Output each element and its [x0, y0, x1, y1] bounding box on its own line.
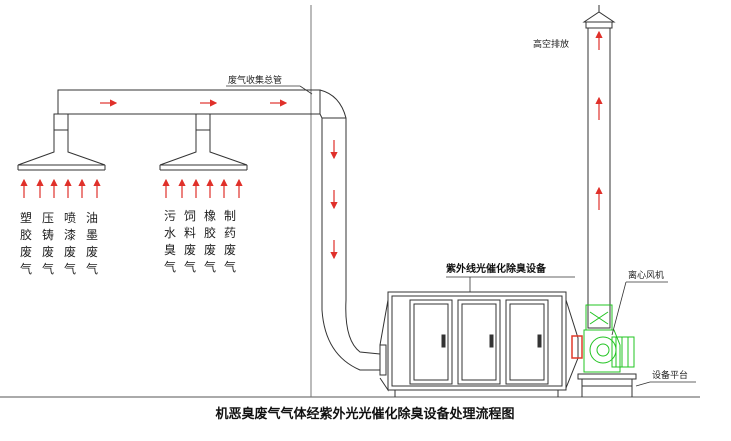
fan-label: 离心风机 — [628, 269, 664, 281]
source-label-left-3: 喷漆废气 — [64, 211, 76, 276]
centrifugal-fan — [583, 304, 635, 373]
source-label-left-2: 压铸废气 — [42, 211, 54, 276]
intake-arrows-left — [20, 178, 101, 198]
equipment-platform — [577, 373, 637, 397]
source-label-right-2: 饲料废气 — [184, 209, 196, 274]
source-label-left-4: 油墨废气 — [86, 211, 98, 276]
diagram-caption: 机恶臭废气气体经紫外光光催化除臭设备处理流程图 — [215, 406, 514, 422]
source-label-right-3: 橡胶废气 — [204, 209, 216, 274]
uv-unit-label: 紫外线光催化除臭设备 — [446, 262, 547, 275]
uv-photocatalytic-unit — [379, 291, 579, 397]
main-duct-label: 废气收集总管 — [228, 74, 282, 86]
exhaust-label: 高空排放 — [533, 38, 569, 50]
intake-arrows-right — [162, 178, 243, 198]
hood-left — [17, 113, 106, 171]
exhaust-stack — [582, 5, 616, 329]
source-label-right-1: 污水臭气 — [164, 209, 176, 274]
main-duct — [57, 89, 381, 371]
hood-right — [159, 113, 248, 171]
source-label-left-1: 塑胶废气 — [20, 210, 32, 276]
duct-flow-arrows — [100, 99, 338, 260]
source-label-right-4: 制药废气 — [224, 209, 236, 274]
outlet-flange — [571, 335, 583, 359]
platform-label: 设备平台 — [652, 369, 688, 381]
